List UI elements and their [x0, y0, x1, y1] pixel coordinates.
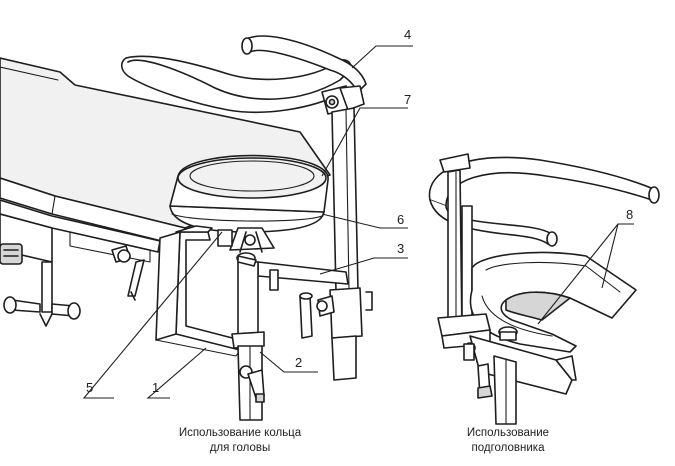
- caption-left: Использование кольца для головы: [179, 427, 302, 454]
- callout-1: 1: [152, 380, 159, 395]
- callout-8: 8: [626, 207, 633, 222]
- leader-lines: [82, 45, 634, 399]
- caption-right-line2: подголовника: [472, 442, 546, 454]
- caption-left-line1: Использование кольца: [179, 427, 302, 439]
- head-ring-assembly: [120, 35, 373, 421]
- callout-2: 2: [295, 355, 302, 370]
- caption-right-line1: Использование: [467, 427, 549, 439]
- callout-5: 5: [86, 380, 93, 395]
- callout-6: 6: [397, 212, 404, 227]
- callout-numbers: 4 7 6 3 2 1 5 8: [86, 27, 633, 395]
- callout-7: 7: [404, 92, 411, 107]
- callout-4: 4: [404, 27, 411, 42]
- caption-left-line2: для головы: [210, 442, 271, 454]
- caption-right: Использование подголовника: [467, 427, 549, 454]
- callout-3: 3: [397, 241, 404, 256]
- headrest-assembly: [428, 153, 660, 425]
